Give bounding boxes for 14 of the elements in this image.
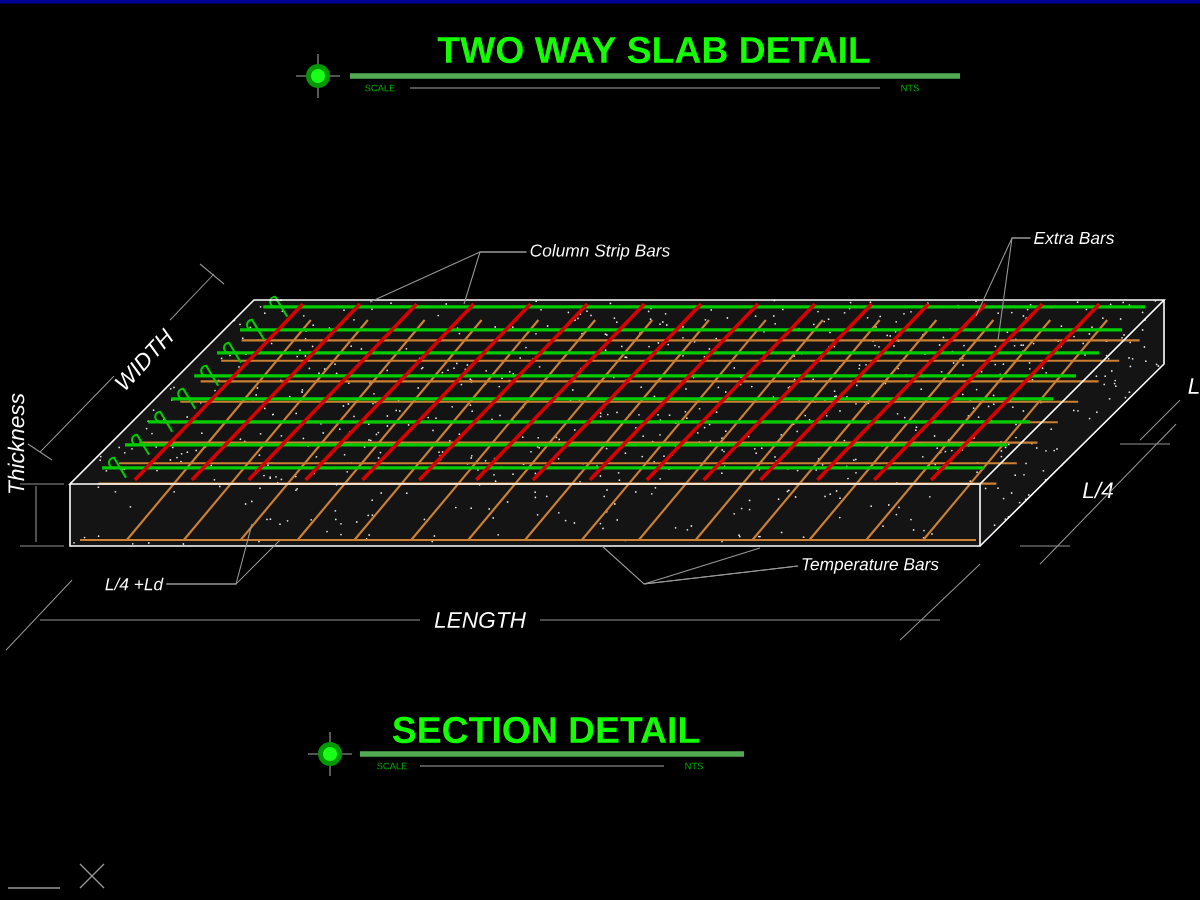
section-title: SECTION DETAIL — [392, 716, 700, 744]
dimension-label: Thickness — [7, 393, 25, 493]
callout-label: Extra Bars — [1034, 231, 1115, 245]
leader-line — [463, 251, 528, 305]
dimension-label: L/4 — [1082, 481, 1113, 499]
callout-label: Temperature Bars — [802, 558, 939, 574]
leader-line — [643, 547, 799, 585]
leader-line — [165, 523, 253, 585]
title: TWO WAY SLAB DETAIL — [437, 36, 870, 64]
callout-label: Column Strip Bars — [530, 243, 670, 261]
callout-label: L/4 +Ld — [105, 577, 164, 591]
dimension-label: LENGTH — [434, 612, 526, 628]
leader-line — [997, 237, 1031, 341]
dimension-label: L — [1188, 378, 1199, 394]
